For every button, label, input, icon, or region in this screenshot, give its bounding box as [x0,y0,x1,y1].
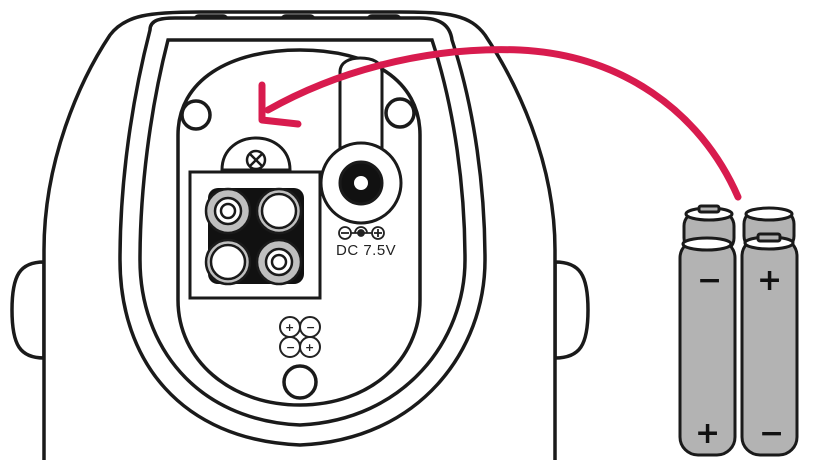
battery-right-top-sign: + [757,263,782,298]
top-right-bump [384,97,416,129]
dc-jack-housing [338,56,384,172]
cell-slot-bottom-right [255,238,303,286]
battery-left-bottom-sign: + [695,416,720,451]
dc-voltage-label: DC 7.5V [336,242,396,259]
dc-jack [319,56,403,225]
polarity-legend-sign-1: + [285,321,294,334]
polarity-legend-sign-2: − [306,321,315,334]
polarity-legend-sign-4: + [305,341,314,354]
battery-right [740,232,799,457]
cell-slot-top-left [204,187,252,235]
dc-jack-pin [354,176,368,190]
battery-left-top-sign: − [697,263,722,298]
curved-arrow-icon [258,46,742,201]
cell-slot-bottom-left [204,238,252,286]
batteries [678,204,799,457]
top-left-bump [180,99,212,131]
screw-icon [245,149,267,171]
left-side-knob [10,260,46,360]
battery-right-bottom-sign: − [759,416,784,451]
cell-slot-top-right [255,187,303,235]
dc-polarity-icon [338,226,385,240]
polarity-legend-sign-3: − [286,341,295,354]
bottom-bump [282,364,318,400]
cell-slots [204,187,303,286]
battery-left [678,236,737,457]
polarity-legend [279,316,321,358]
right-side-knob [553,260,590,360]
